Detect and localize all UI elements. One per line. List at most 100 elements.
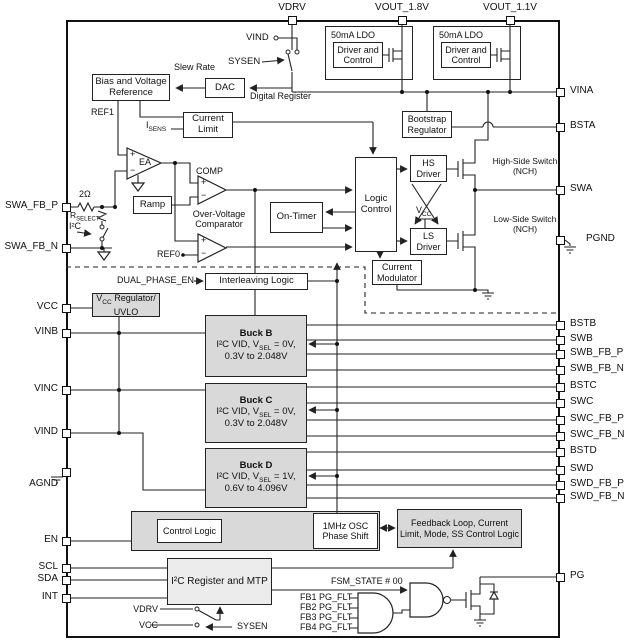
pin-label-SCL: SCL [38,561,58,572]
pin-VCC [61,303,71,313]
pin-SWD_FB_P [555,480,565,490]
comp-plus-sign: + [201,177,207,187]
pin-BSTC [555,382,565,392]
high-side-switch-label: High-Side Switch(NCH) [492,156,558,177]
pin-label-VOUT_1.1V: VOUT_1.1V [483,2,537,13]
pin-SWB_FB_N [555,365,565,375]
pin-label-BSTD: BSTD [570,445,597,456]
pin-label-BSTB: BSTB [570,318,597,329]
pin-label-VDRV: VDRV [278,2,306,13]
pin-label-SWA_FB_P: SWA_FB_P [5,200,58,211]
pin-label-VCC: VCC [36,301,58,312]
pin-SWB [555,335,565,345]
fb3-pg-flt-label: FB3 PG_FLT [300,612,353,622]
pin-VDRV [287,15,297,25]
pin-label-SWD: SWD [570,463,594,474]
pin-SDA [61,575,71,585]
dual-phase-en-label: DUAL_PHASE_EN [117,275,195,285]
buck-d-block: Buck D I²C VID, VSEL = 1V, 0.6V to 4.096… [205,448,307,508]
buck-c-block: Buck C I²C VID, VSEL = 0V, 0.3V to 2.048… [205,383,307,443]
pin-label-VOUT_1.8V: VOUT_1.8V [375,2,429,13]
pin-label-SWB_FB_P: SWB_FB_P [570,347,624,358]
vcc-regulator-uvlo-block: VCC Regulator/ UVLO [92,293,160,317]
pin-SWA_FB_P [61,202,71,212]
pgnd-ground-symbol [564,246,576,254]
pin-label-VIND: VIND [34,426,58,437]
pin-label-SWD_FB_P: SWD_FB_P [570,478,624,489]
pin-SWB_FB_P [555,349,565,359]
pin-VIND [61,428,71,438]
sysen-top-label: SYSEN [228,56,261,67]
vind-top-label: VIND [246,32,269,43]
i2c-register-mtp-block: I²C Register and MTP [167,558,272,605]
buck-b-block: Buck B I²C VID, VSEL = 0V, 0.3V to 2.048… [205,315,307,377]
comp-label: COMP [196,166,223,176]
pin-SCL [61,563,71,573]
slew-rate-label: Slew Rate [174,62,216,72]
pin-AGND [61,467,71,477]
pin-VOUT_1.1V [505,15,515,25]
fb2-pg-flt-label: FB2 PG_FLT [300,602,353,612]
control-logic-inner-block: Control Logic [157,519,222,543]
digital-register-label: Digital Register [250,91,312,101]
pin-label-INT: INT [41,591,58,602]
ea-label: EA [139,157,152,167]
pin-label-SWC_FB_N: SWC_FB_N [570,429,625,440]
pin-label-SWC_FB_P: SWC_FB_P [570,413,624,424]
pin-label-PGND: PGND [586,233,615,244]
pin-VINC [61,385,71,395]
fb4-pg-flt-label: FB4 PG_FLT [300,622,353,632]
pin-SWA_FB_N [61,243,71,253]
pin-label-SWB: SWB [570,333,593,344]
pin-SWC_FB_N [555,431,565,441]
ldo-2-title: 50mA LDO [439,30,484,40]
fb1-pg-flt-label: FB1 PG_FLT [300,592,353,602]
pin-VINA [555,87,565,97]
pin-label-BSTA: BSTA [570,120,596,131]
low-side-switch-label: Low-Side Switch(NCH) [493,214,557,235]
ref0-label: REF0 [157,249,181,259]
isens-label: ISENS [146,120,167,133]
pin-label-EN: EN [44,534,58,545]
pin-EN [61,536,71,546]
pin-label-SWC: SWC [570,396,594,407]
fsm-state-label: FSM_STATE # 00 [331,576,403,586]
pin-label-VINB: VINB [34,326,58,337]
pin-SWC_FB_P [555,415,565,425]
ref1-label: REF1 [91,107,115,117]
pin-label-SWA_FB_N: SWA_FB_N [4,241,58,252]
pin-label-VINA: VINA [570,85,594,96]
ldo-1-title: 50mA LDO [331,30,376,40]
interleaving-logic-block: Interleaving Logic [205,273,308,290]
pin-SWD [555,465,565,475]
comp-minus-sign: − [201,190,207,200]
ov-plus-sign: + [201,235,207,245]
ramp-block: Ramp [133,196,172,214]
pin-BSTB [555,320,565,330]
ea-minus-sign: − [130,165,136,175]
vcc-bottom-label: VCC [138,620,158,630]
two-ohm-label: 2Ω [79,189,91,199]
pin-VOUT_1.8V [397,15,407,25]
dac-block: DAC [205,78,245,98]
pin-VINB [61,328,71,338]
pin-label-SWB_FB_N: SWB_FB_N [570,363,624,374]
pin-SWD_FB_N [555,493,565,503]
ea-plus-sign: + [130,149,136,159]
pin-PGND [555,235,565,245]
on-timer-block: On-Timer [270,202,323,233]
pin-BSTA [555,122,565,132]
sysen-bottom-label: SYSEN [237,621,268,631]
i2c-small-label: I²C [69,221,81,231]
